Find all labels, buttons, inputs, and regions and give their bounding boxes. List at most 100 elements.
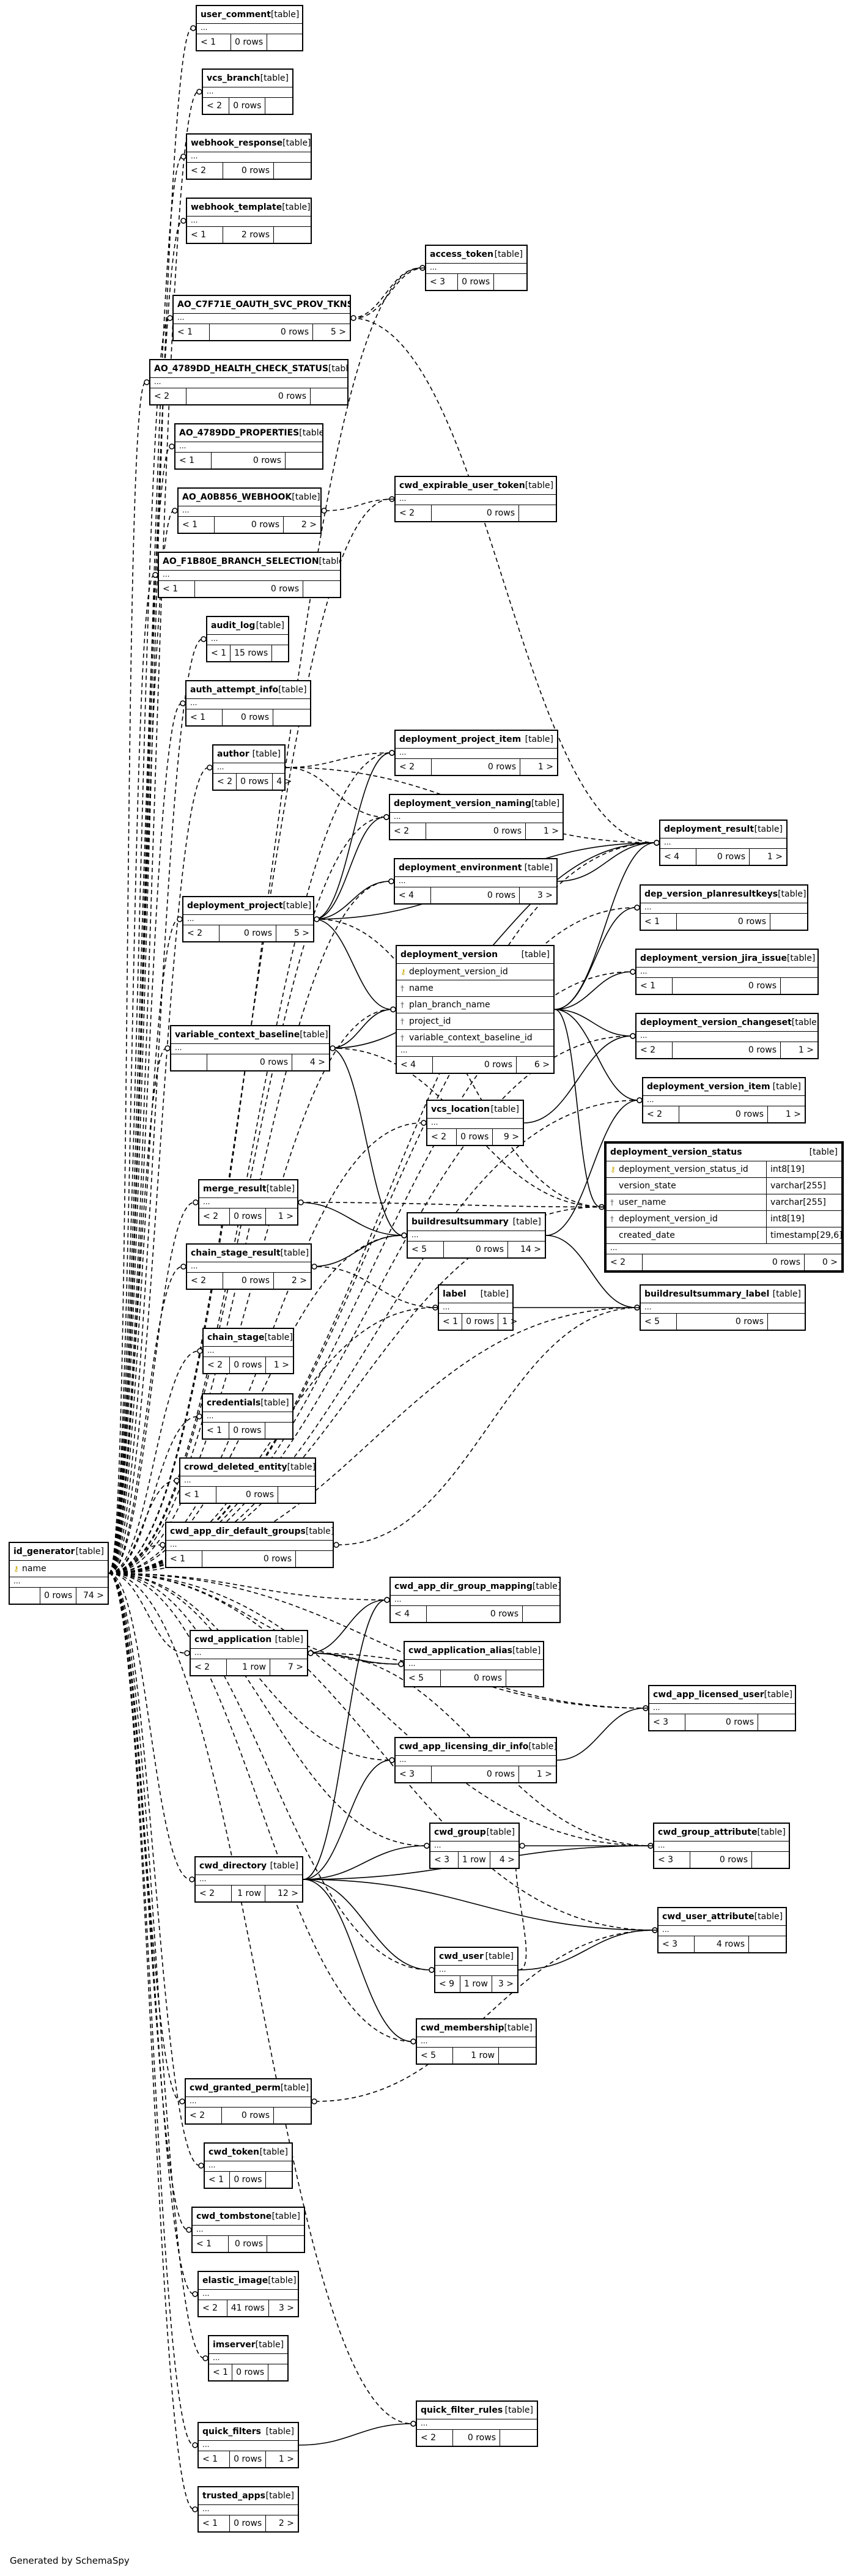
column-name: deployment_version_id bbox=[409, 967, 508, 977]
table-variable-context-baseline[interactable]: variable_context_baseline[table]...0 row… bbox=[170, 1025, 330, 1071]
row-count: 15 rows bbox=[231, 645, 273, 661]
table-header: author[table] bbox=[213, 746, 284, 763]
table-header: cwd_application_alias[table] bbox=[405, 1642, 543, 1660]
table-ao-4789dd-health-check-status[interactable]: AO_4789DD_HEALTH_CHECK_STATUS[table]...<… bbox=[149, 359, 349, 405]
table-relationship bbox=[545, 1100, 639, 1236]
row-count: 0 rows bbox=[432, 505, 519, 521]
table-name: vcs_location bbox=[431, 1105, 490, 1114]
more-columns-ellipsis: ... bbox=[439, 1303, 512, 1314]
id-generator-link bbox=[108, 919, 179, 1574]
parents-count: < 4 bbox=[395, 887, 431, 903]
children-count: 4 > bbox=[309, 1057, 325, 1067]
parents-count: < 3 bbox=[649, 1714, 685, 1730]
table-header: cwd_app_licensed_user[table] bbox=[649, 1686, 795, 1704]
relationship-end-circle bbox=[429, 1967, 435, 1973]
id-generator-link bbox=[108, 510, 174, 1574]
table-deployment-version-changeset[interactable]: deployment_version_changeset[table]...< … bbox=[635, 1013, 819, 1059]
more-columns-ellipsis: ... bbox=[186, 699, 310, 709]
children-count: 1 > bbox=[502, 1317, 518, 1327]
more-columns-ellipsis: ... bbox=[180, 1476, 315, 1487]
children-count: 9 > bbox=[503, 1132, 519, 1142]
table-name: cwd_app_licensed_user bbox=[653, 1690, 764, 1700]
parents-count: < 3 bbox=[659, 1936, 695, 1952]
parents-count: < 2 bbox=[396, 759, 432, 775]
relationship-end-circle bbox=[174, 1478, 180, 1484]
table-ao-4789dd-properties[interactable]: AO_4789DD_PROPERTIES[table]...< 10 rows bbox=[174, 423, 323, 470]
parents-count: < 2 bbox=[643, 1106, 679, 1122]
table-relationship bbox=[556, 1708, 645, 1761]
row-count: 0 rows bbox=[212, 453, 286, 468]
parents-count: < 2 bbox=[150, 388, 186, 404]
table-deployment-version-status[interactable]: deployment_version_status[table]⚷deploym… bbox=[604, 1141, 844, 1273]
relationship-end-circle bbox=[389, 750, 395, 756]
children-count bbox=[752, 1852, 789, 1868]
table-type-tag: [table] bbox=[791, 1018, 817, 1027]
table-ao-f1b80e-branch-selection[interactable]: AO_F1B80E_BRANCH_SELECTION[table]...< 10… bbox=[158, 552, 341, 598]
table-name: deployment_version_jira_issue bbox=[640, 953, 787, 963]
relationship-end-circle bbox=[389, 1757, 395, 1763]
table-deployment-version-jira-issue[interactable]: deployment_version_jira_issue[table]...<… bbox=[635, 949, 819, 995]
table-header: auth_attempt_info[table] bbox=[186, 681, 310, 699]
children-count bbox=[272, 645, 288, 661]
parents-count: < 2 bbox=[199, 2300, 227, 2316]
more-columns-ellipsis: ... bbox=[396, 749, 557, 759]
id-generator-link bbox=[108, 881, 391, 1574]
table-deployment-version[interactable]: deployment_version[table]⚷deployment_ver… bbox=[396, 945, 555, 1074]
id-generator-link bbox=[108, 1206, 601, 1574]
parents-count: < 4 bbox=[397, 1057, 433, 1073]
more-columns-ellipsis: ... bbox=[660, 838, 786, 849]
table-ao-c7f71e-oauth-svc-prov-tkns[interactable]: AO_C7F71E_OAUTH_SVC_PROV_TKNS[table]...<… bbox=[172, 295, 351, 341]
id-generator-link bbox=[108, 1572, 205, 2359]
more-columns-ellipsis: ... bbox=[641, 1303, 805, 1314]
relationship-end-circle bbox=[311, 2098, 317, 2104]
